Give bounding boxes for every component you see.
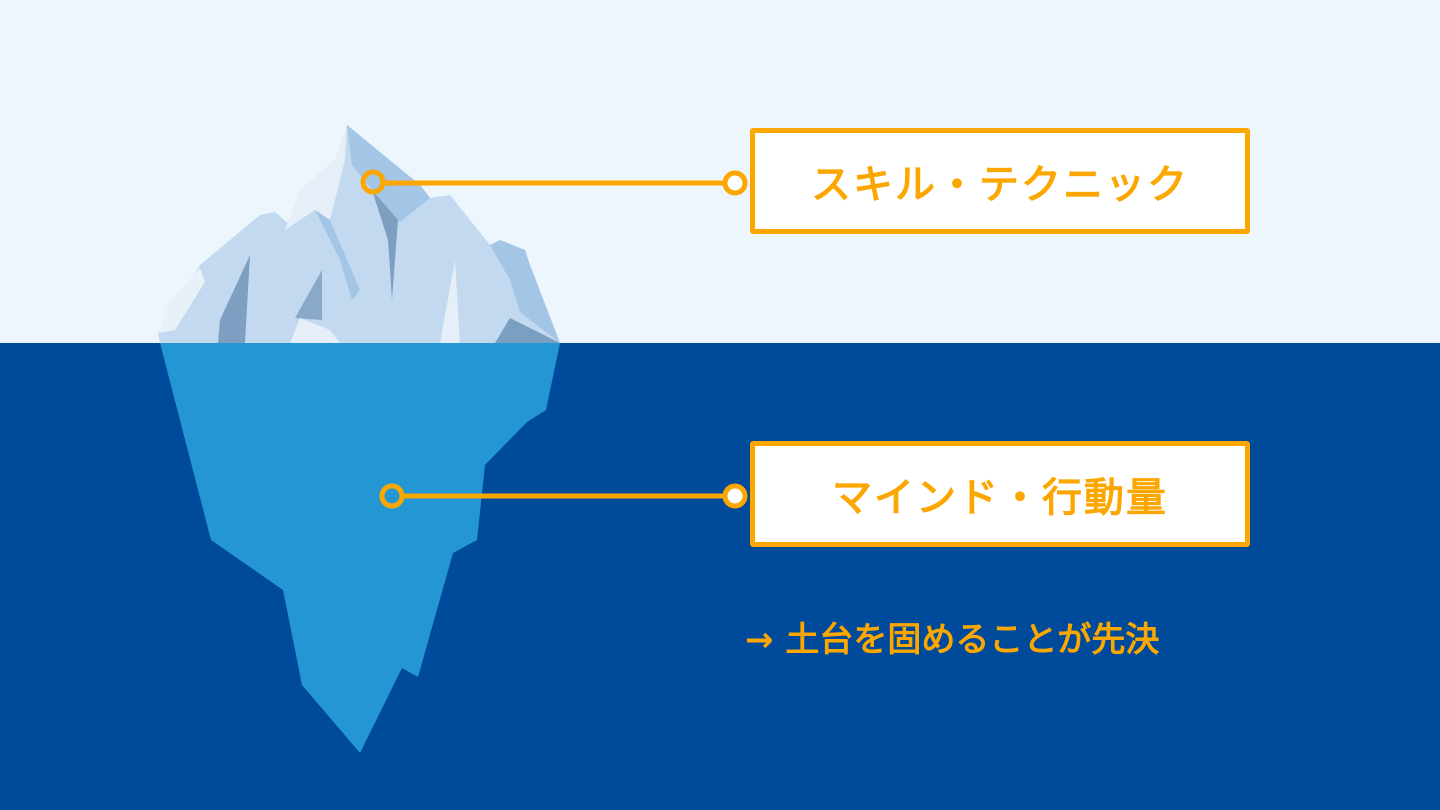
iceberg-underwater	[160, 343, 560, 753]
connector-bottom	[379, 483, 748, 509]
connector-dot-bottom-start	[379, 483, 405, 509]
label-skills-technique: スキル・テクニック	[750, 128, 1250, 234]
conclusion-text: → 土台を固めることが先決	[745, 620, 1160, 660]
connector-dot-top-start	[360, 169, 386, 195]
label-mind-action: マインド・行動量	[750, 441, 1250, 547]
connector-dot-top-end	[722, 170, 748, 196]
iceberg-tip	[158, 125, 560, 343]
connector-top	[360, 169, 748, 196]
connector-dot-bottom-end	[722, 483, 748, 509]
